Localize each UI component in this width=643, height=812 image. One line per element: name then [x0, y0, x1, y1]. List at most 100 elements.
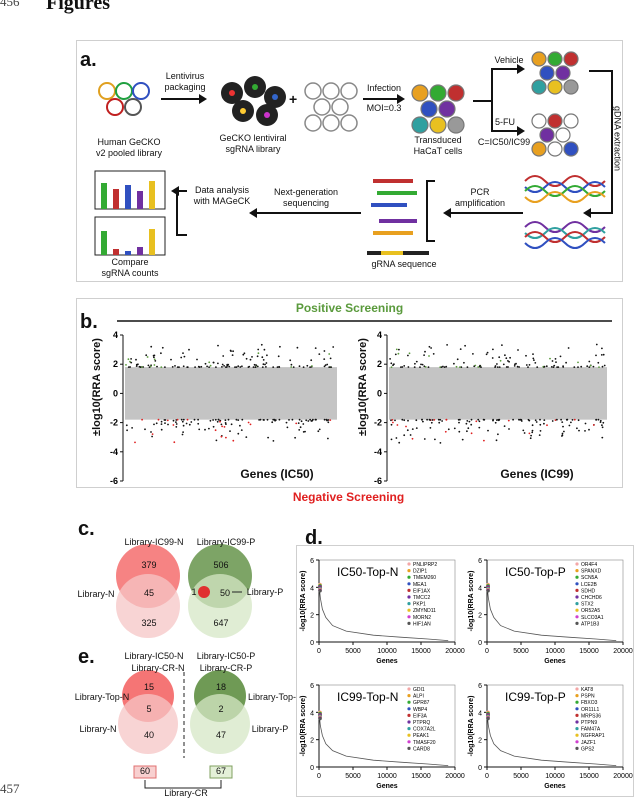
legend-gene-label: ZMYND11 [413, 608, 436, 614]
gene-point [292, 366, 295, 368]
gene-point [601, 436, 604, 439]
gene-point [584, 422, 587, 425]
venn-e-n-mid: 5 [146, 704, 152, 714]
legend-gene-label: SDHD [581, 588, 596, 594]
gene-point [261, 356, 264, 359]
gene-point [601, 426, 604, 429]
legend-gene-label: EIF1AX [413, 588, 431, 594]
legend-gene-label: PEAK1 [413, 733, 429, 739]
pcr-line1: PCR [470, 187, 490, 197]
gene-point [272, 366, 275, 368]
gene-point [603, 364, 606, 367]
gene-point [485, 353, 488, 356]
fu-label: 5-FU [495, 117, 515, 127]
transduced-line2: HaCaT cells [413, 146, 463, 156]
gene-point [193, 418, 196, 421]
gene-point [234, 366, 236, 368]
gene-point [151, 433, 154, 435]
gene-point [492, 418, 494, 421]
gene-point [317, 430, 320, 433]
gene-point [176, 418, 179, 421]
x-axis-label-left: Genes (IC50) [240, 467, 314, 481]
gene-point [265, 362, 268, 364]
gene-point [534, 362, 537, 364]
gene-point [286, 426, 289, 429]
x-tick-label: 0 [485, 773, 489, 780]
gene-point [508, 360, 510, 363]
gene-point [235, 366, 238, 368]
gene-point [130, 361, 133, 364]
gene-point [127, 366, 130, 368]
gene-point [588, 366, 591, 368]
gene-point [209, 364, 212, 367]
gene-point [257, 352, 260, 355]
top-gene-point [486, 716, 490, 721]
gene-point [395, 437, 398, 439]
y-tick-label: 2 [478, 613, 482, 620]
legend-swatch [575, 582, 579, 586]
gene-point [153, 423, 155, 426]
gene-point [546, 424, 548, 427]
x-tick-label: 0 [485, 648, 489, 655]
gene-point [467, 427, 470, 430]
venn-c-p-lower: 647 [213, 618, 229, 628]
legend-gene-label: SPANXD [581, 569, 602, 575]
gene-point [565, 361, 567, 364]
y-tick-label-1: -2 [374, 418, 382, 428]
gene-point [549, 357, 551, 360]
gene-point [421, 363, 424, 366]
bar-chart-icon [94, 170, 166, 256]
legend-swatch [407, 713, 411, 717]
line-number-top: 456 [0, 0, 20, 9]
gene-point [601, 424, 603, 427]
x-tick-label: 10000 [545, 773, 565, 780]
legend-gene-label: TMEM260 [413, 575, 436, 581]
gene-point [503, 425, 506, 427]
gene-point [555, 361, 557, 363]
legend-swatch [407, 575, 411, 579]
gene-point [329, 419, 332, 421]
gene-point [291, 418, 294, 421]
y-tick-label: 0 [478, 765, 482, 772]
page-heading: Figures [46, 0, 111, 14]
legend-gene-label: TMCC2 [413, 595, 430, 601]
gene-point [273, 418, 276, 421]
gene-point [145, 354, 148, 357]
panel-a: a. [76, 40, 623, 282]
gene-point [265, 366, 267, 368]
gene-point [459, 348, 462, 350]
analysis-line2: with MAGeCK [193, 196, 251, 206]
legend-swatch [407, 621, 411, 625]
gene-point [219, 420, 221, 423]
gene-point [588, 428, 590, 431]
gene-point [296, 346, 299, 349]
gene-point [129, 366, 131, 368]
gene-point [492, 348, 494, 351]
gene-point [157, 418, 160, 421]
gene-point [477, 366, 480, 368]
compare-line2: sgRNA counts [101, 268, 159, 278]
y-tick-label: 4 [478, 710, 482, 717]
gene-point [302, 431, 305, 433]
gene-point [212, 419, 215, 421]
gene-point [502, 363, 505, 366]
gene-point [496, 419, 498, 421]
gene-point [125, 364, 127, 366]
gene-point [223, 426, 226, 428]
x-axis-label: Genes [376, 783, 398, 790]
legend-swatch [575, 700, 579, 704]
venn-e-p-mid: 2 [218, 704, 224, 714]
gene-point [182, 424, 185, 427]
gene-point [527, 366, 529, 368]
gene-point [240, 429, 243, 431]
gene-point [295, 422, 298, 425]
legend-gene-label: CHCHD6 [581, 595, 602, 601]
gene-point [188, 423, 191, 426]
gene-point [483, 418, 486, 421]
legend-gene-label: FAM47A [581, 727, 601, 733]
gene-point [561, 432, 564, 435]
gene-point [505, 357, 508, 360]
x-tick-label: 0 [317, 773, 321, 780]
lenti-caption-line2: sgRNA library [225, 144, 281, 154]
gene-point [453, 427, 456, 430]
